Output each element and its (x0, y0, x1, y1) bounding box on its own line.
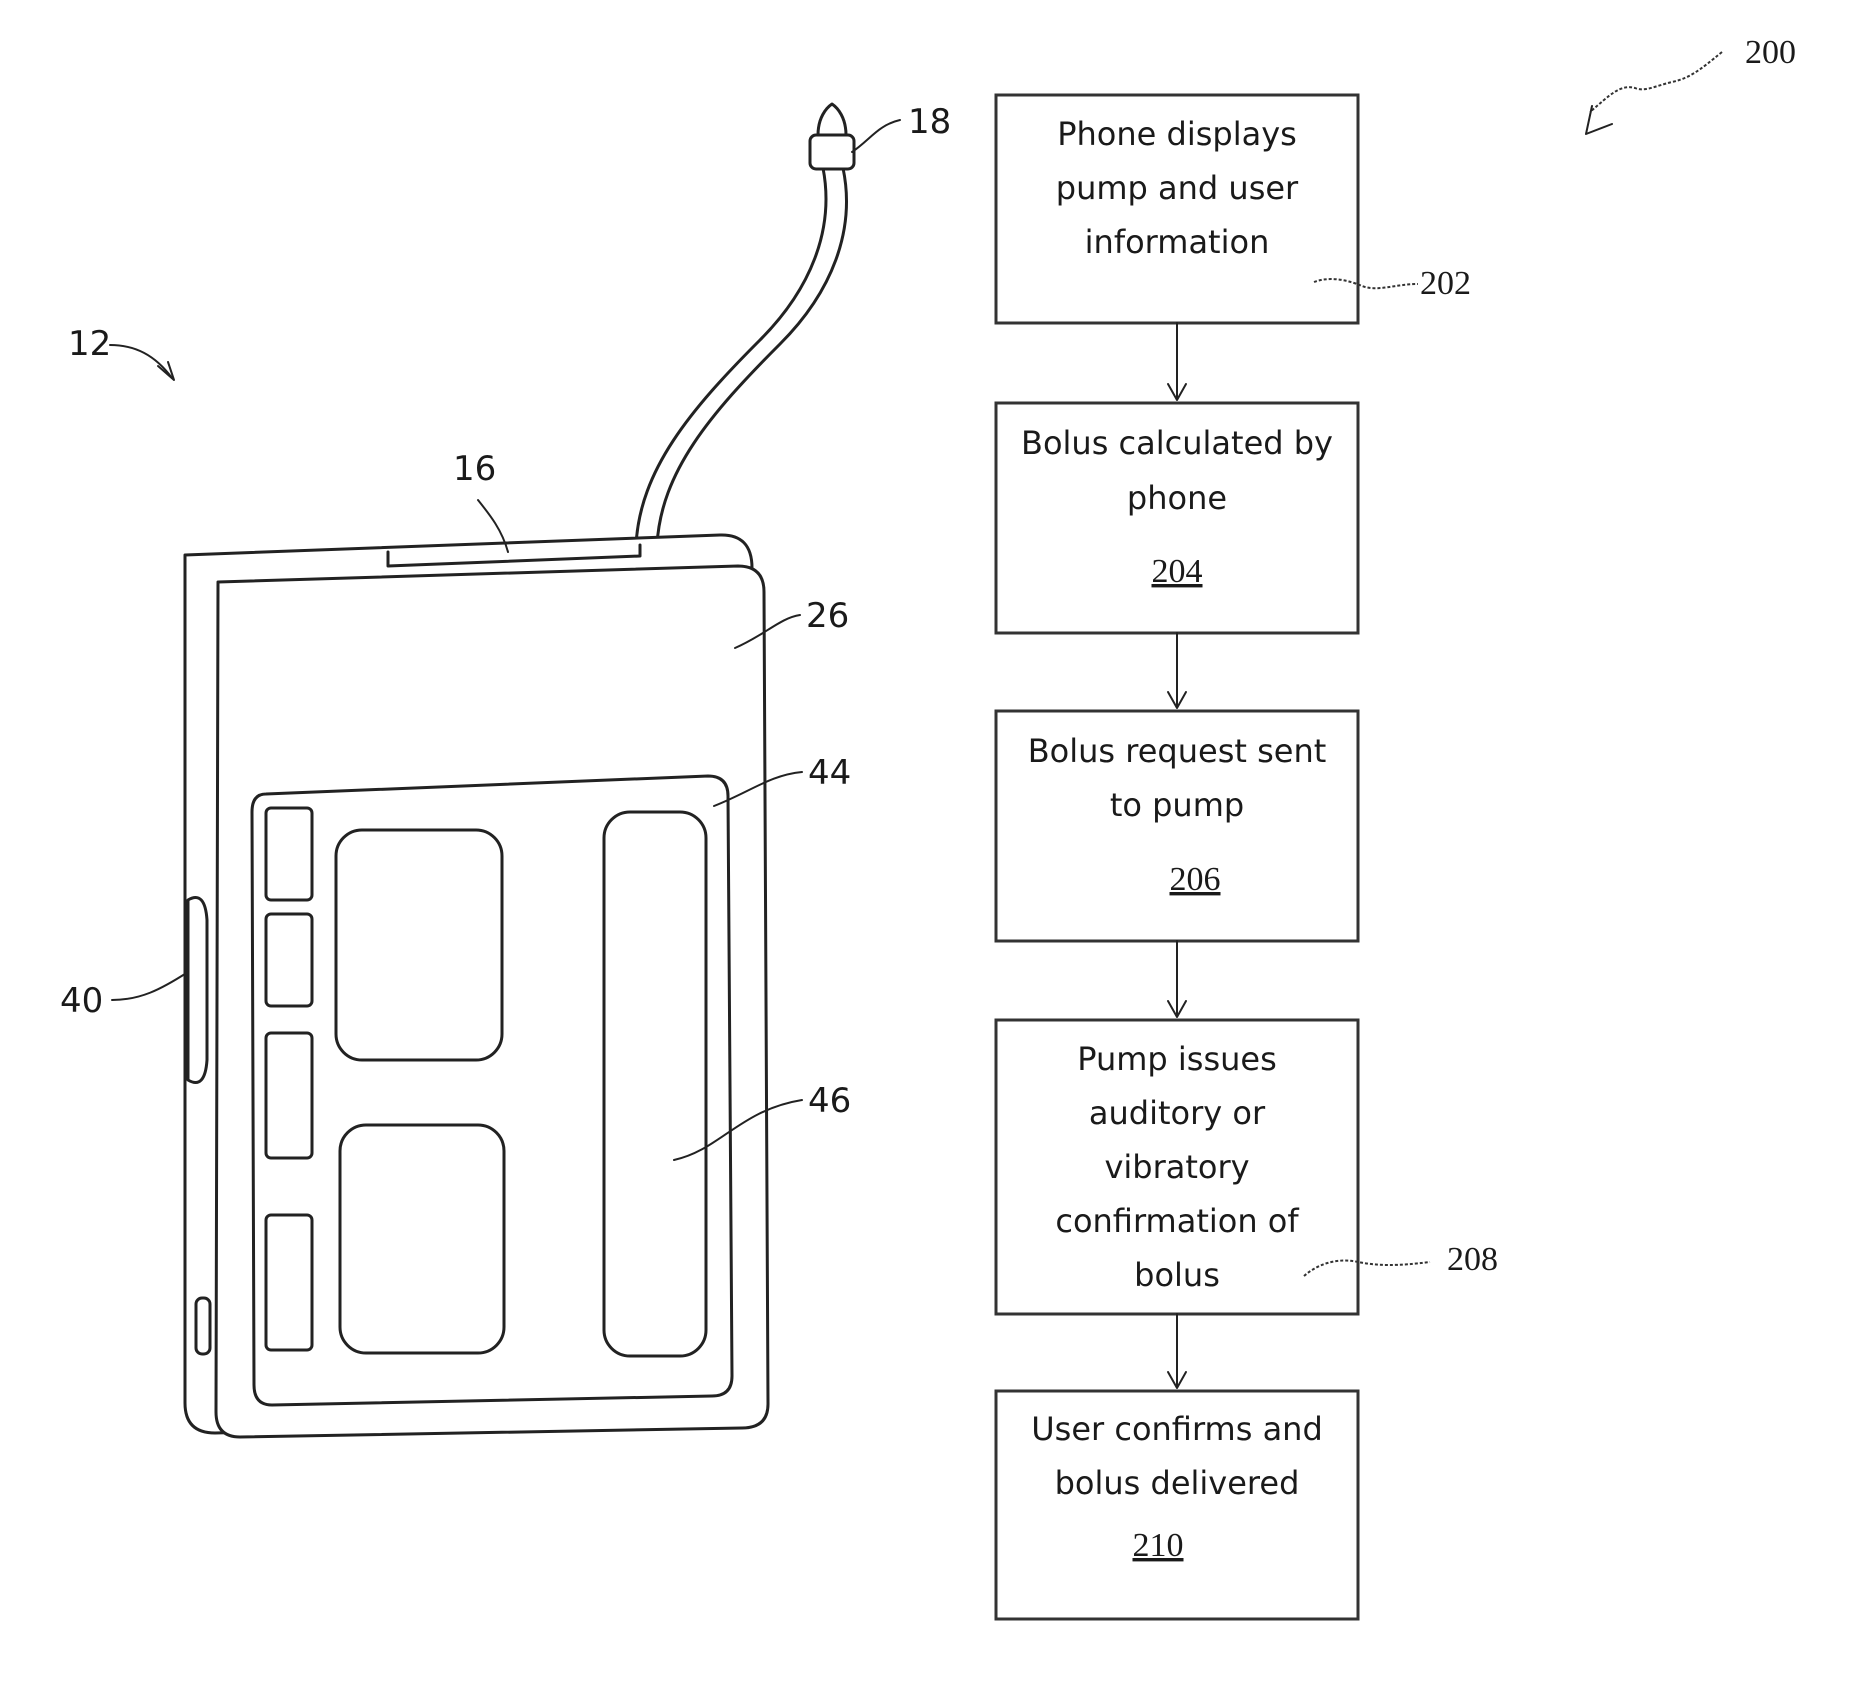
flowchart: 200 Phone displays pump and user informa… (996, 34, 1796, 1619)
flow-step-202: Phone displays pump and user information (996, 95, 1358, 323)
ref-label-12: 12 (68, 324, 111, 364)
leader-200-arrowhead (1586, 106, 1612, 134)
flow-step-line: Bolus request sent (1028, 732, 1327, 770)
ref-label-202: 202 (1420, 265, 1471, 302)
flow-step-line: User confirms and (1031, 1410, 1323, 1448)
flow-step-210: User confirms and bolus delivered 210 (996, 1391, 1358, 1619)
pump-device-drawing: 12 16 18 26 40 44 46 (60, 102, 951, 1437)
ref-label-200: 200 (1745, 34, 1796, 71)
flow-step-number: 204 (1152, 553, 1203, 590)
flow-step-line: bolus (1134, 1256, 1220, 1294)
flow-step-line: confirmation of (1055, 1202, 1299, 1240)
flow-step-line: bolus delivered (1055, 1464, 1300, 1502)
leader-200 (1590, 52, 1722, 112)
leader-18 (852, 120, 900, 152)
ref-label-18: 18 (908, 102, 951, 142)
flow-step-line: to pump (1110, 786, 1244, 824)
ref-label-208: 208 (1447, 1241, 1498, 1278)
display-button-4 (266, 1215, 312, 1350)
leader-12 (110, 345, 172, 378)
infusion-tube-inner (657, 168, 846, 545)
flow-step-line: Bolus calculated by (1021, 424, 1333, 462)
display-button-1 (266, 808, 312, 900)
flow-step-line: information (1085, 223, 1270, 261)
infusion-tube (636, 168, 826, 545)
ref-label-46: 46 (808, 1081, 851, 1121)
display-button-3 (266, 1033, 312, 1158)
display-panel-upper (336, 830, 502, 1060)
flow-step-line: Pump issues (1077, 1040, 1277, 1078)
flow-step-line: auditory or (1089, 1094, 1266, 1132)
flow-step-number: 206 (1170, 861, 1221, 898)
ref-label-26: 26 (806, 596, 849, 636)
side-button (188, 898, 207, 1083)
flow-step-line: vibratory (1104, 1148, 1249, 1186)
ref-label-40: 40 (60, 981, 103, 1021)
display-area-tall (604, 812, 706, 1356)
tube-tip-connector (810, 135, 854, 169)
flow-step-number: 210 (1133, 1527, 1184, 1564)
leader-40 (112, 972, 188, 1000)
display-button-2 (266, 914, 312, 1006)
ref-label-16: 16 (453, 449, 496, 489)
flow-step-206: Bolus request sent to pump 206 (996, 711, 1358, 941)
flow-step-208: Pump issues auditory or vibratory confir… (996, 1020, 1358, 1314)
flow-step-line: Phone displays (1057, 115, 1297, 153)
flow-step-204: Bolus calculated by phone 204 (996, 403, 1358, 633)
side-slot (196, 1298, 210, 1354)
display-panel-lower (340, 1125, 504, 1353)
tube-tip-needle (818, 104, 846, 135)
flow-step-line: phone (1127, 479, 1227, 517)
ref-label-44: 44 (808, 753, 851, 793)
flow-step-line: pump and user (1056, 169, 1299, 207)
